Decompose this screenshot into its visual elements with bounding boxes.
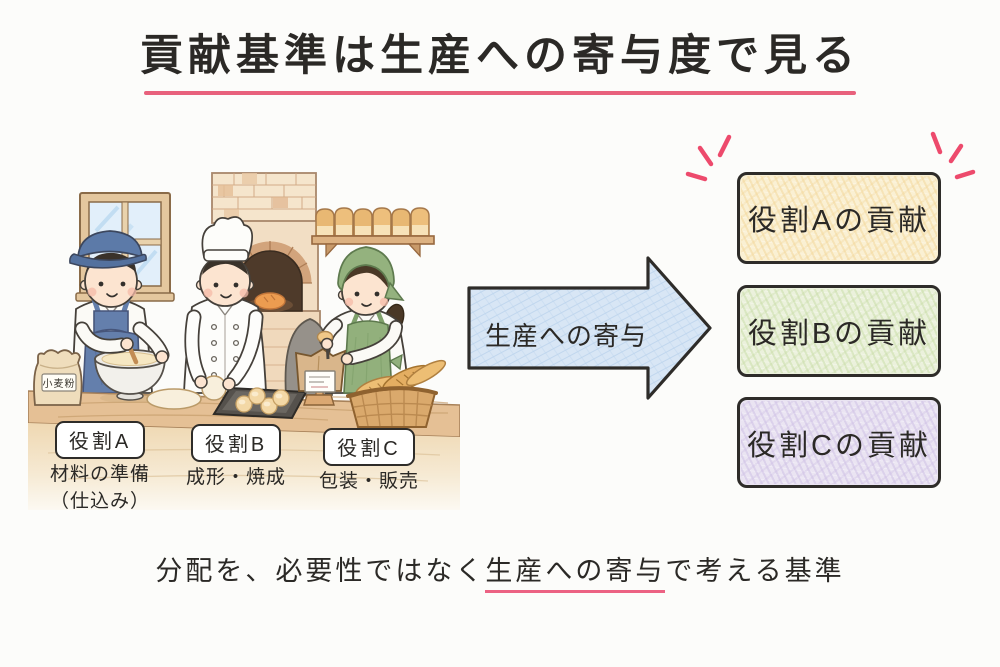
role-b-caption: 役割B 成形・焼成 bbox=[176, 424, 296, 489]
contribution-box-b: 役割Bの貢献 bbox=[737, 285, 941, 377]
role-c-label: 役割C bbox=[323, 428, 415, 466]
sparkle-left-icon bbox=[685, 134, 732, 182]
role-b-label: 役割B bbox=[190, 424, 282, 462]
bottom-caption: 分配を、必要性ではなく生産への寄与で考える基準 bbox=[0, 549, 1000, 593]
contribution-box-a: 役割Aの貢献 bbox=[737, 172, 941, 264]
title-block: 貢献基準は生産への寄与度で見る bbox=[0, 30, 1000, 95]
caption-suffix: で考える基準 bbox=[665, 556, 845, 586]
role-b-description: 成形・焼成 bbox=[185, 467, 286, 488]
price-sign bbox=[303, 370, 336, 406]
role-c-caption: 役割C 包装・販売 bbox=[314, 428, 424, 493]
title-underline bbox=[144, 90, 856, 95]
contribution-box-b-label: 役割Bの貢献 bbox=[747, 318, 931, 350]
contribution-box-a-label: 役割Aの貢献 bbox=[747, 205, 931, 237]
caption-prefix: 分配を、必要性ではなく bbox=[155, 556, 486, 586]
sparkle-right-icon bbox=[930, 131, 976, 180]
role-a-label: 役割A bbox=[54, 421, 146, 459]
contribution-box-c-label: 役割Cの貢献 bbox=[747, 429, 931, 462]
role-a-caption: 役割A 材料の準備 （仕込み） bbox=[36, 421, 164, 513]
flour-bag: 小麦粉 bbox=[33, 349, 83, 406]
bread-shelf bbox=[311, 207, 435, 258]
page-title: 貢献基準は生産への寄与度で見る bbox=[140, 32, 860, 80]
flour-bag-label: 小麦粉 bbox=[43, 377, 76, 390]
role-a-description: 材料の準備 bbox=[49, 464, 150, 485]
baking-tray bbox=[212, 386, 308, 420]
production-arrow bbox=[467, 256, 712, 400]
arrow-label: 生産への寄与 bbox=[484, 321, 647, 351]
caption-highlight: 生産への寄与 bbox=[485, 556, 666, 593]
worker-b bbox=[183, 216, 267, 394]
bread-basket bbox=[346, 359, 447, 428]
role-a-description-2: （仕込み） bbox=[49, 490, 150, 512]
contribution-box-c: 役割Cの貢献 bbox=[737, 397, 941, 488]
role-c-description: 包装・販売 bbox=[318, 471, 419, 492]
arms-and-hands bbox=[74, 309, 403, 391]
dough bbox=[146, 375, 227, 410]
